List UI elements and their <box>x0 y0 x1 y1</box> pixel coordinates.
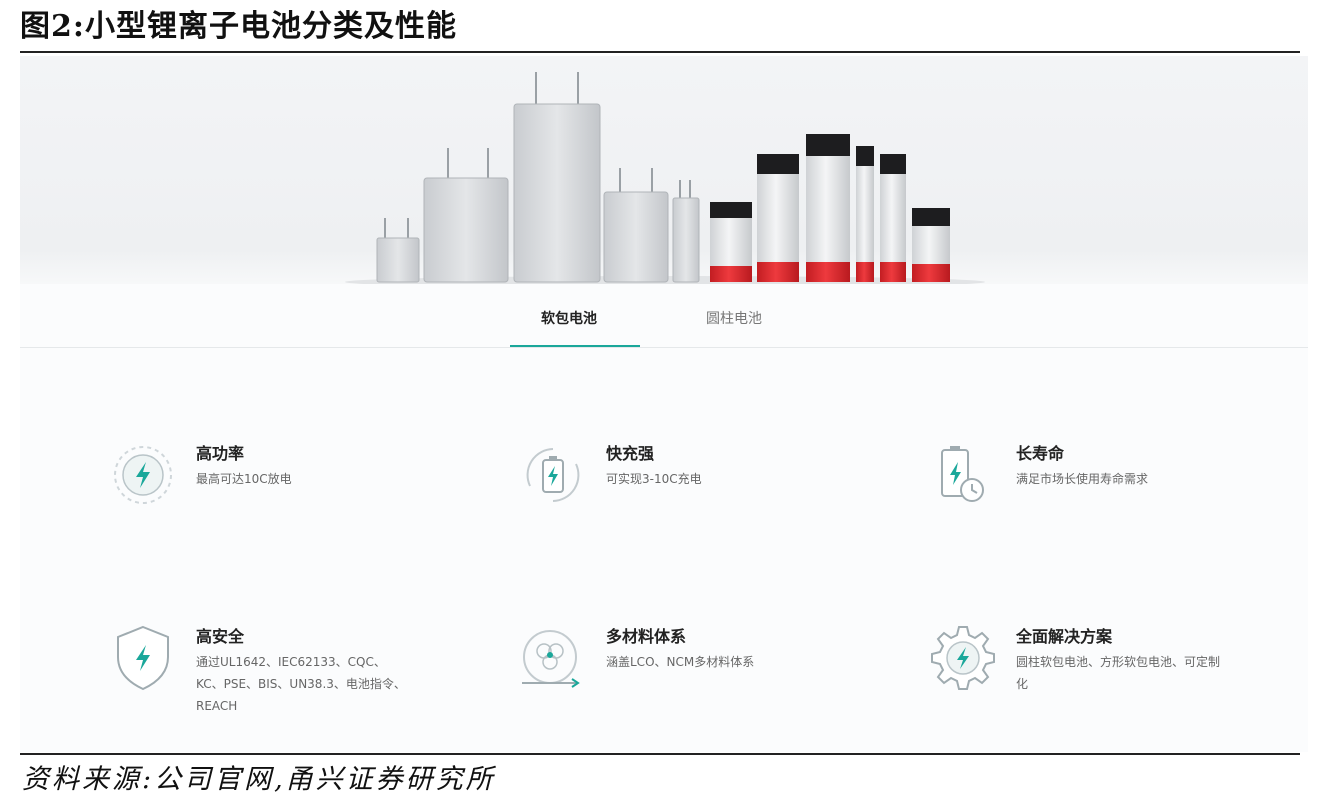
feature-title: 高功率 <box>196 444 245 463</box>
tab-cylindrical-battery[interactable]: 圆柱电池 <box>706 311 762 327</box>
battery-clock-icon <box>941 446 984 502</box>
feature-full-solution: 全面解决方案 圆柱软包电池、方形软包电池、可定制化 <box>926 621 1256 751</box>
active-tab-indicator <box>510 345 640 347</box>
feature-desc: 最高可达10C放电 <box>196 472 292 486</box>
battery-hero-image <box>20 56 1308 288</box>
feature-desc: 可实现3-10C充电 <box>606 472 702 486</box>
feature-multi-material: 多材料体系 涵盖LCO、NCM多材料体系 <box>516 621 846 751</box>
feature-high-safety: 高安全 通过UL1642、IEC62133、CQC、KC、PSE、BIS、UN3… <box>106 621 436 751</box>
feature-title: 多材料体系 <box>606 627 687 646</box>
fast-charge-battery-icon <box>526 448 580 502</box>
feature-desc: 满足市场长使用寿命需求 <box>1016 472 1149 486</box>
feature-title: 全面解决方案 <box>1016 627 1113 646</box>
feature-high-power: 高功率 最高可达10C放电 <box>106 438 436 568</box>
product-panel: 软包电池 圆柱电池 高功率 最高可达10C放电 快充强 可实现3-10C充电 <box>20 56 1308 752</box>
gear-bolt-icon <box>931 626 995 690</box>
feature-fast-charge: 快充强 可实现3-10C充电 <box>516 438 846 568</box>
battery-lineup-illustration <box>345 72 985 288</box>
materials-icon <box>522 630 580 688</box>
source-rule <box>20 753 1300 755</box>
figure-source: 资料来源:公司官网,甬兴证券研究所 <box>22 764 496 795</box>
feature-title: 快充强 <box>606 444 655 463</box>
feature-title: 高安全 <box>196 627 245 646</box>
figure-title: 图2:小型锂离子电池分类及性能 <box>20 9 457 44</box>
cylindrical-cells <box>710 134 950 282</box>
battery-type-tabs: 软包电池 圆柱电池 <box>20 292 1308 348</box>
pouch-cells <box>376 72 700 283</box>
title-rule <box>20 51 1300 53</box>
tab-pouch-battery[interactable]: 软包电池 <box>541 311 597 327</box>
feature-desc: 涵盖LCO、NCM多材料体系 <box>606 655 755 669</box>
feature-title: 长寿命 <box>1016 444 1065 463</box>
shield-bolt-icon <box>117 625 169 691</box>
feature-long-life: 长寿命 满足市场长使用寿命需求 <box>926 438 1256 568</box>
feature-desc: 通过UL1642、IEC62133、CQC、KC、PSE、BIS、UN38.3、… <box>196 655 406 713</box>
tabs-divider <box>20 347 1308 348</box>
power-bolt-icon <box>114 446 172 504</box>
feature-desc: 圆柱软包电池、方形软包电池、可定制化 <box>1016 655 1221 691</box>
